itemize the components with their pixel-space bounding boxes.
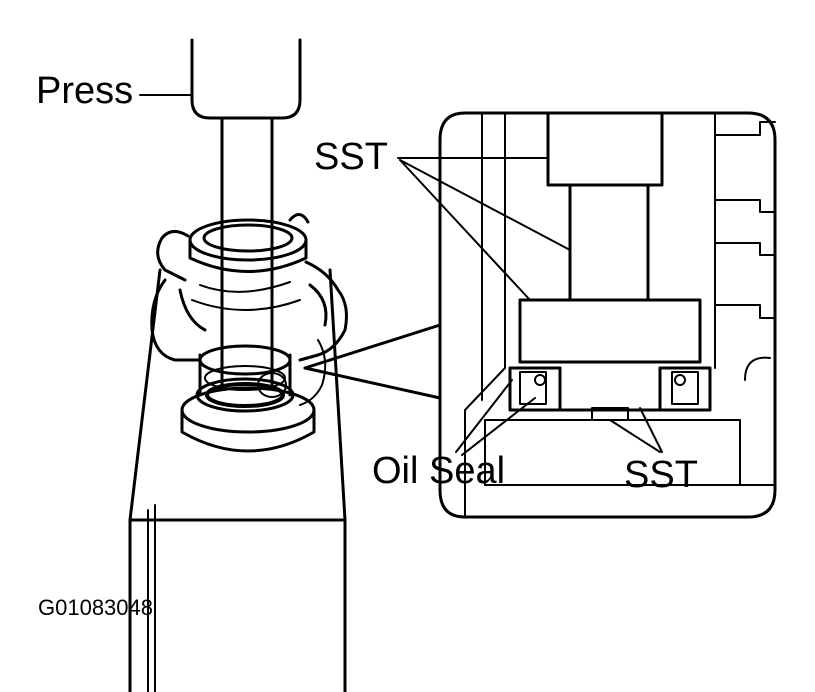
inset-housing bbox=[465, 113, 775, 517]
press-ram bbox=[140, 40, 300, 118]
oil-seal-label: Oil Seal bbox=[372, 450, 506, 492]
inset-oil-seals bbox=[510, 368, 710, 420]
sst-top-leaders bbox=[398, 158, 570, 300]
inset-sst-upper bbox=[520, 113, 700, 362]
inset-frame bbox=[440, 113, 775, 517]
press-shaft bbox=[222, 118, 272, 385]
oil-seal-leaders bbox=[456, 380, 535, 455]
axle-carrier bbox=[152, 214, 347, 451]
sst-top-label: SST bbox=[314, 136, 388, 178]
press-label: Press bbox=[36, 70, 134, 112]
sst-bottom-label: SST bbox=[624, 454, 698, 496]
callout-leader bbox=[305, 325, 440, 398]
figure-code-label: G01083048 bbox=[38, 595, 153, 620]
sst-bottom-leaders bbox=[610, 408, 662, 452]
press-stand bbox=[130, 270, 345, 692]
